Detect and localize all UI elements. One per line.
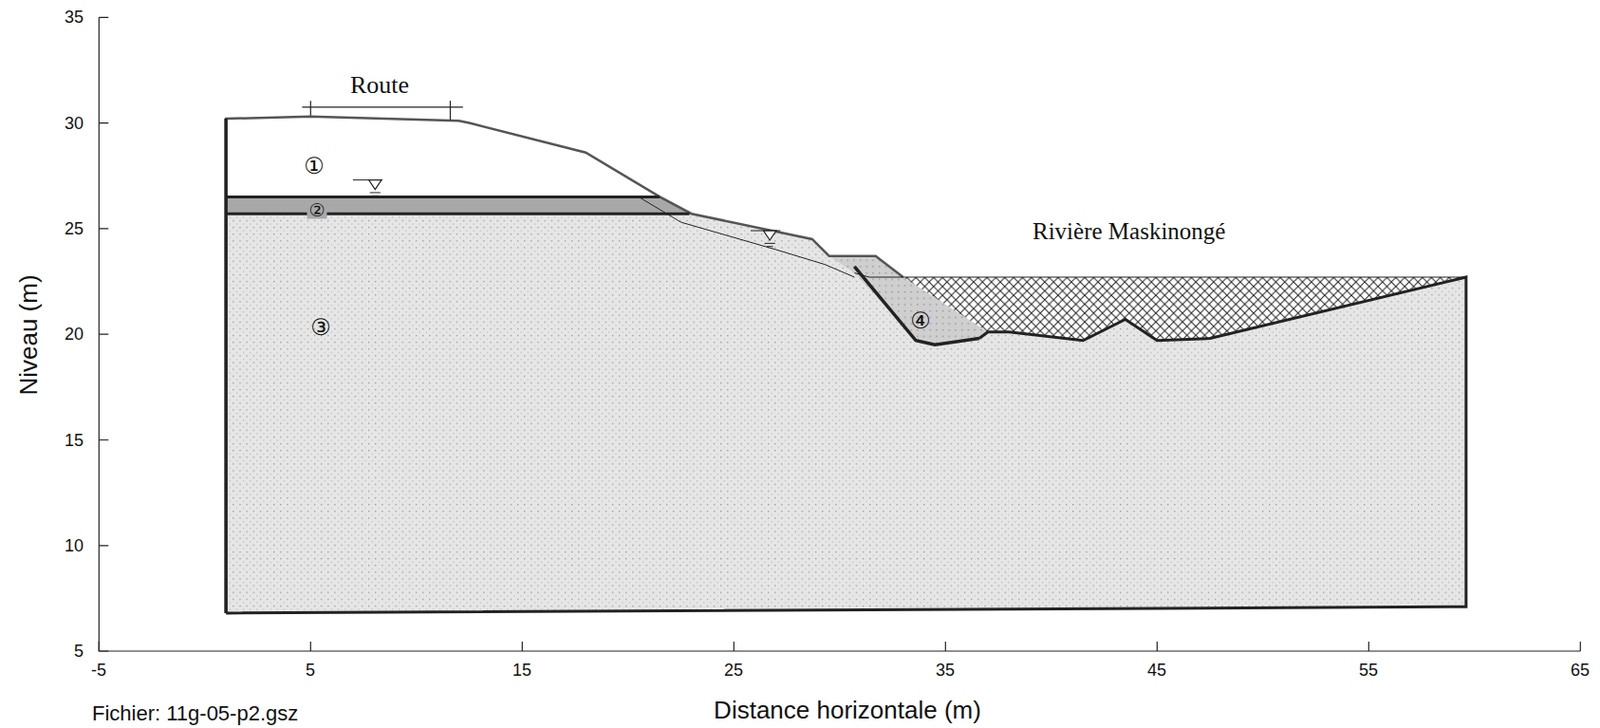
axis-title: Niveau (m) xyxy=(16,274,41,395)
tick-label: 5 xyxy=(305,661,316,679)
callout-number: ③ xyxy=(310,316,332,339)
tick-label: 5 xyxy=(74,642,84,660)
tick-label: 10 xyxy=(64,537,84,555)
tick-label: 25 xyxy=(64,220,84,238)
tick-label: 15 xyxy=(64,431,84,449)
callout-number: ④ xyxy=(910,309,931,333)
tick-label: 30 xyxy=(64,114,84,132)
tick-label: 15 xyxy=(512,661,532,679)
tick-label: 65 xyxy=(1570,661,1590,679)
tick-label: 45 xyxy=(1147,661,1167,679)
callout-number: ② xyxy=(306,201,327,220)
tick-label: 35 xyxy=(64,8,84,26)
axis-title: Distance horizontale (m) xyxy=(713,697,982,723)
place-name: Rivière Maskinongé xyxy=(1032,219,1226,243)
tick-label: 55 xyxy=(1358,661,1378,679)
tick-label: -5 xyxy=(91,661,107,679)
file-note: Fichier: 11g-05-p2.gsz xyxy=(92,703,298,725)
part-name: Route xyxy=(350,73,410,98)
tick-label: 35 xyxy=(935,661,955,679)
axes xyxy=(98,17,1581,652)
tick-label: 20 xyxy=(64,325,84,343)
soil-profile xyxy=(225,100,1467,614)
tick-label: 25 xyxy=(724,661,744,679)
callout-number: ① xyxy=(303,154,325,178)
